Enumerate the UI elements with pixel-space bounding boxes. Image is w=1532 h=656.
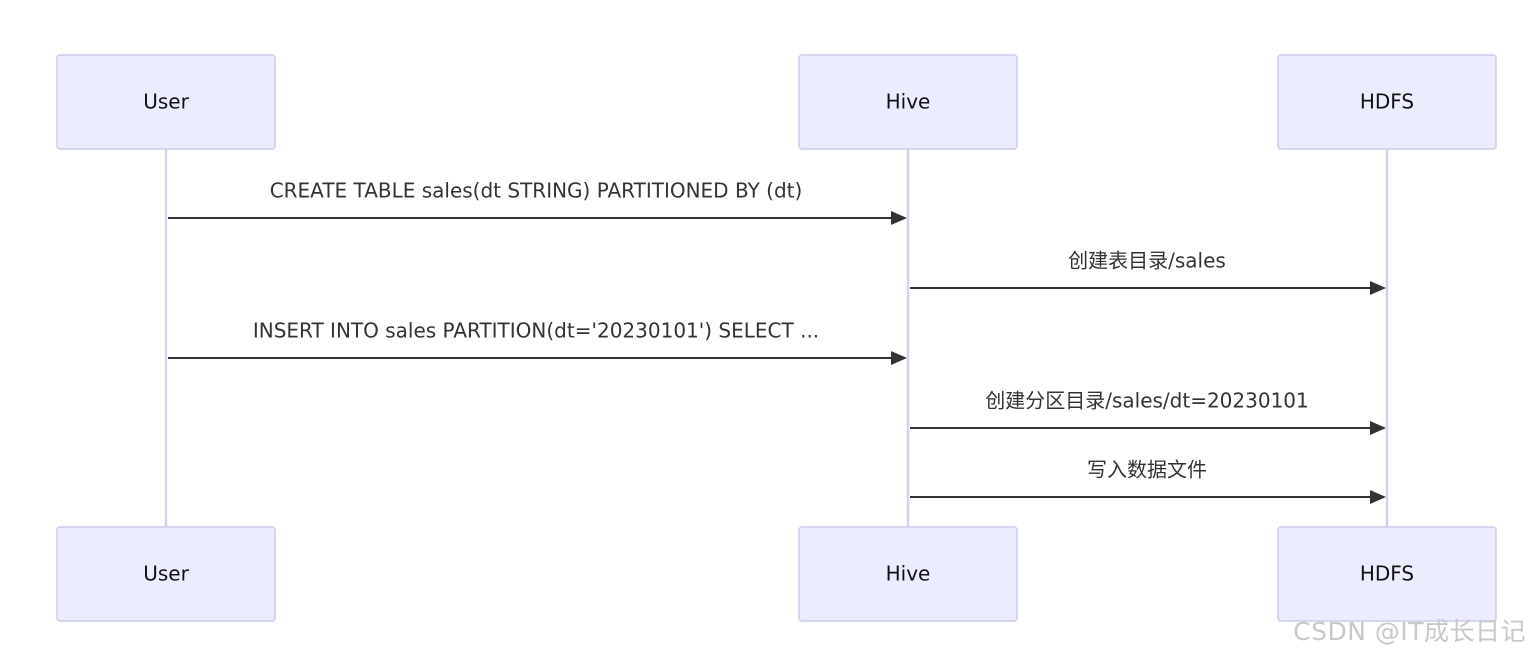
actor-label: HDFS xyxy=(1360,90,1414,114)
message-label: INSERT INTO sales PARTITION(dt='20230101… xyxy=(253,319,819,343)
message-insert-into: INSERT INTO sales PARTITION(dt='20230101… xyxy=(168,319,907,365)
arrowhead-icon xyxy=(1370,421,1386,435)
message-write-data-file: 写入数据文件 xyxy=(910,458,1386,504)
message-label: 创建分区目录/sales/dt=20230101 xyxy=(985,389,1309,413)
actor-label: HDFS xyxy=(1360,562,1414,586)
actor-hdfs-bottom: HDFS xyxy=(1277,526,1497,622)
actor-hive-top: Hive xyxy=(798,54,1018,150)
actor-user-bottom: User xyxy=(56,526,276,622)
actor-label: Hive xyxy=(886,562,931,586)
arrowhead-icon xyxy=(1370,490,1386,504)
message-label: 创建表目录/sales xyxy=(1068,249,1226,273)
arrowhead-icon xyxy=(891,211,907,225)
arrowhead-icon xyxy=(1370,281,1386,295)
actor-hive-bottom: Hive xyxy=(798,526,1018,622)
arrowhead-icon xyxy=(891,351,907,365)
message-create-table: CREATE TABLE sales(dt STRING) PARTITIONE… xyxy=(168,179,907,225)
message-create-table-dir: 创建表目录/sales xyxy=(910,249,1386,295)
message-create-partition-dir: 创建分区目录/sales/dt=20230101 xyxy=(910,389,1386,435)
message-label: CREATE TABLE sales(dt STRING) PARTITIONE… xyxy=(270,179,803,203)
actor-label: User xyxy=(143,562,189,586)
message-label: 写入数据文件 xyxy=(1087,458,1207,482)
actor-user-top: User xyxy=(56,54,276,150)
actor-hdfs-top: HDFS xyxy=(1277,54,1497,150)
watermark: CSDN @IT成长日记 xyxy=(1293,617,1526,646)
actor-label: Hive xyxy=(886,90,931,114)
actor-label: User xyxy=(143,90,189,114)
